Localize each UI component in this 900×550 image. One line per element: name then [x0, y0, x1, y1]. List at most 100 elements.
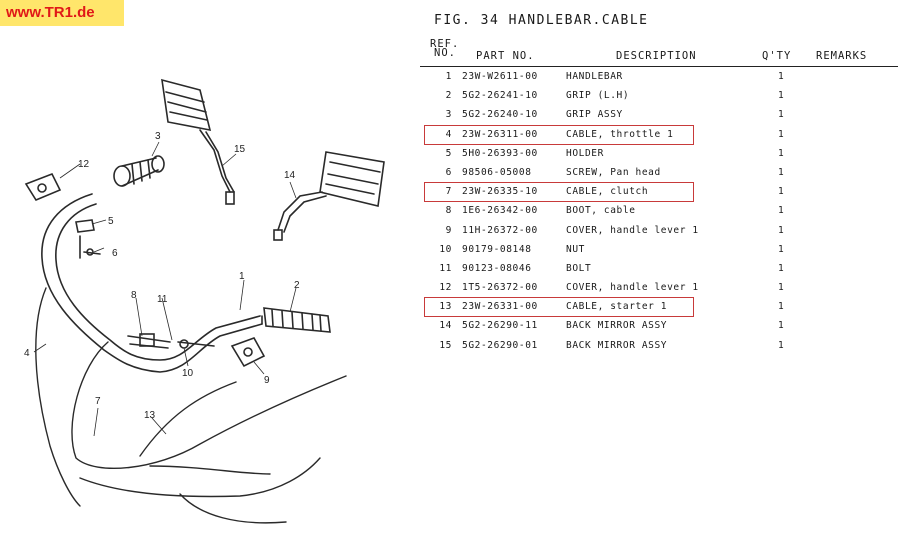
- ref-cell: 1: [445, 71, 452, 82]
- quantity-cell: 1: [778, 301, 785, 313]
- part-number-cell: 5H0-26393-00: [462, 147, 538, 159]
- description-cell: CABLE, clutch: [566, 186, 649, 198]
- table-row: 2 5G2-26241-10 GRIP (L.H) 1: [420, 86, 898, 105]
- quantity-cell: 1: [778, 186, 785, 198]
- ref-cell: 5: [445, 147, 452, 159]
- callout-1: 1: [239, 271, 245, 282]
- callout-12: 12: [78, 159, 90, 170]
- table-row: 13 23W-26331-00 CABLE, starter 1 1: [420, 297, 898, 318]
- description-cell: NUT: [566, 243, 585, 255]
- grip-2-drawing: [263, 307, 331, 333]
- callout-9: 9: [264, 375, 270, 386]
- quantity-cell: 1: [778, 128, 785, 140]
- quantity-cell: 1: [778, 166, 785, 178]
- quantity-cell: 1: [778, 90, 785, 102]
- part-number-cell: 5G2-26241-10: [462, 90, 538, 102]
- clutch-cable-7-drawing: [71, 341, 347, 469]
- part-number-cell: 5G2-26240-10: [462, 109, 538, 121]
- ref-cell: 14: [439, 320, 452, 332]
- header-remarks: REMARKS: [816, 50, 868, 62]
- quantity-cell: 1: [778, 224, 785, 236]
- starter-cable-13-drawing: [139, 381, 271, 475]
- header-ref-line1: REF.: [430, 38, 460, 50]
- grip-assy-3-drawing: [113, 155, 165, 187]
- description-cell: CABLE, starter 1: [566, 301, 668, 313]
- callout-10: 10: [182, 368, 194, 379]
- description-cell: GRIP ASSY: [566, 109, 623, 121]
- part-number-cell: 1E6-26342-00: [462, 205, 538, 217]
- quantity-cell: 1: [778, 339, 785, 351]
- callout-numbers: 15 3 12 5 6 14 1 2 8 11 10 9 4 7 13: [24, 131, 300, 421]
- callout-14: 14: [284, 170, 296, 181]
- table-header: REF. NO. PART NO. DESCRIPTION Q'TY REMAR…: [420, 36, 898, 64]
- ref-cell: 8: [445, 205, 452, 217]
- part-number-cell: 5G2-26290-01: [462, 339, 538, 351]
- ref-cell: 4: [445, 128, 452, 140]
- quantity-cell: 1: [778, 71, 785, 82]
- quantity-cell: 1: [778, 147, 785, 159]
- callout-5: 5: [108, 216, 114, 227]
- lower-cable-drawing: [79, 457, 321, 524]
- quantity-cell: 1: [778, 320, 785, 332]
- header-part-no: PART NO.: [476, 50, 535, 62]
- callout-6: 6: [112, 248, 118, 259]
- part-number-cell: 23W-26311-00: [462, 128, 538, 140]
- quantity-cell: 1: [778, 282, 785, 294]
- table-row: 7 23W-26335-10 CABLE, clutch 1: [420, 182, 898, 203]
- throttle-cable-4-drawing: [35, 287, 81, 507]
- callout-4: 4: [24, 348, 30, 359]
- description-cell: COVER, handle lever 1: [566, 282, 699, 294]
- ref-cell: 3: [445, 109, 452, 121]
- part-number-cell: 90123-08046: [462, 262, 532, 274]
- table-row: 3 5G2-26240-10 GRIP ASSY 1: [420, 105, 898, 124]
- description-cell: BOOT, cable: [566, 205, 636, 217]
- part-number-cell: 1T5-26372-00: [462, 282, 538, 294]
- ref-cell: 13: [439, 301, 452, 313]
- part-number-cell: 11H-26372-00: [462, 224, 538, 236]
- callout-8: 8: [131, 290, 137, 301]
- ref-cell: 15: [439, 339, 452, 351]
- part-number-cell: 23W-26331-00: [462, 301, 538, 313]
- callout-13: 13: [144, 410, 156, 421]
- ref-cell: 2: [445, 90, 452, 102]
- mirror-14-drawing: [273, 151, 385, 241]
- table-row: 14 5G2-26290-11 BACK MIRROR ASSY 1: [420, 316, 898, 335]
- description-cell: GRIP (L.H): [566, 90, 630, 102]
- parts-table: REF. NO. PART NO. DESCRIPTION Q'TY REMAR…: [420, 36, 898, 355]
- ref-cell: 9: [445, 224, 452, 236]
- callout-3: 3: [155, 131, 161, 142]
- description-cell: SCREW, Pan head: [566, 166, 661, 178]
- ref-cell: 7: [445, 186, 452, 198]
- header-rule: [420, 66, 898, 67]
- table-row: 15 5G2-26290-01 BACK MIRROR ASSY 1: [420, 336, 898, 355]
- site-watermark[interactable]: www.TR1.de: [0, 0, 124, 26]
- part-number-cell: 5G2-26290-11: [462, 320, 538, 332]
- callout-2: 2: [294, 280, 300, 291]
- figure-title: FIG. 34 HANDLEBAR.CABLE: [434, 13, 649, 28]
- part-number-cell: 23W-26335-10: [462, 186, 538, 198]
- callout-leaders: [33, 141, 297, 437]
- description-cell: BACK MIRROR ASSY: [566, 339, 668, 351]
- header-description: DESCRIPTION: [616, 50, 697, 62]
- description-cell: CABLE, throttle 1: [566, 128, 674, 140]
- description-cell: BACK MIRROR ASSY: [566, 320, 668, 332]
- mirror-15-drawing: [161, 78, 235, 205]
- quantity-cell: 1: [778, 109, 785, 121]
- quantity-cell: 1: [778, 262, 785, 274]
- holder-12-drawing: [24, 172, 62, 201]
- header-qty: Q'TY: [762, 50, 792, 62]
- quantity-cell: 1: [778, 205, 785, 217]
- table-row: 6 98506-05008 SCREW, Pan head 1: [420, 163, 898, 182]
- ref-cell: 6: [445, 166, 452, 178]
- table-row: 4 23W-26311-00 CABLE, throttle 1 1: [420, 124, 898, 145]
- part-number-cell: 98506-05008: [462, 166, 532, 178]
- callout-7: 7: [95, 396, 101, 407]
- ref-cell: 12: [439, 282, 452, 294]
- exploded-parts-diagram: 15 3 12 5 6 14 1 2 8 11 10 9 4 7 13: [24, 78, 385, 524]
- holder-5-drawing: [75, 219, 101, 259]
- table-row: 8 1E6-26342-00 BOOT, cable 1: [420, 201, 898, 220]
